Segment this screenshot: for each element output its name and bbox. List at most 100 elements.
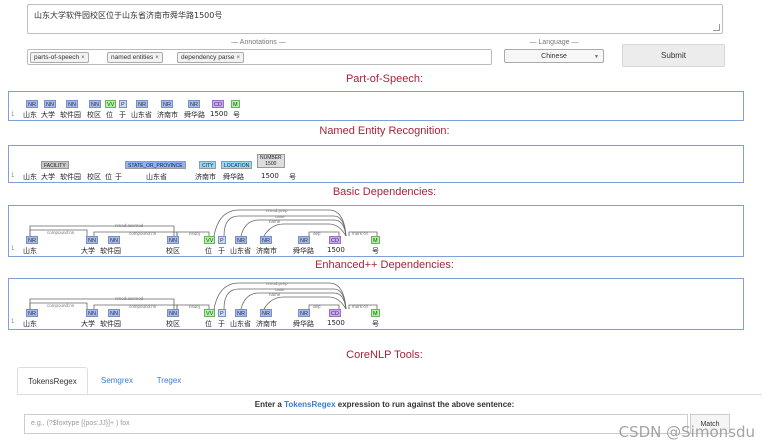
dep-label: case [275, 287, 285, 292]
token: 软件园 [100, 320, 121, 328]
line-number: 1 [11, 173, 15, 179]
dep-label: compound:nn [47, 230, 75, 235]
prompt-text: expression to run against the above sent… [337, 400, 515, 409]
pos-tag: NR [136, 100, 148, 108]
token: 济南市 [157, 111, 178, 119]
pos-tag: NN [167, 309, 179, 317]
pos-tag: NN [44, 100, 56, 108]
dep-label: nmod:prep [266, 281, 288, 286]
pos-tag: P [218, 309, 226, 317]
tag-parts-of-speech[interactable]: parts-of-speech× [30, 52, 89, 63]
chevron-down-icon: ▼ [594, 54, 599, 60]
line-number: 1 [11, 246, 15, 252]
tag-dependency-parse[interactable]: dependency parse× [177, 52, 245, 63]
token: 位 [105, 173, 112, 181]
pos-tag: NR [188, 100, 200, 108]
watermark: CSDN @Simonsdu [618, 423, 755, 441]
dep-label: dep [313, 304, 321, 309]
remove-icon[interactable]: × [81, 55, 85, 61]
pos-tag: VV [105, 100, 117, 108]
pos-tag: NN [66, 100, 78, 108]
tab-semgrex[interactable]: Semgrex [100, 376, 133, 385]
token: 于 [119, 111, 126, 119]
pos-tag: NN [86, 309, 98, 317]
tag-label: dependency parse [181, 54, 235, 61]
token: 号 [233, 111, 240, 119]
token: 山东 [23, 111, 37, 119]
ner-city-label: CITY [199, 161, 217, 169]
remove-icon[interactable]: × [155, 55, 159, 61]
pos-tag: P [218, 236, 226, 244]
tools-title: CoreNLP Tools: [346, 349, 423, 361]
ner-location-label: LOCATION [221, 161, 253, 169]
dep-label: name [269, 219, 281, 224]
dep-label: dep [313, 231, 321, 236]
token: 舜华路 [184, 111, 205, 119]
enhanced-deps-title: Enhanced++ Dependencies: [315, 259, 454, 271]
dep-label: case [275, 214, 285, 219]
dependency-arcs [29, 282, 378, 310]
pos-tag: NN [108, 236, 120, 244]
dep-label: compound:nn [47, 303, 75, 308]
sentence-input[interactable]: 山东大学软件园校区位于山东省济南市舜华路1500号 [27, 4, 723, 34]
token: 大学 [41, 111, 55, 119]
token: 1500 [327, 246, 345, 254]
token: 大学 [81, 247, 95, 255]
annotations-selector[interactable]: parts-of-speech× named entities× depende… [27, 49, 492, 65]
token: 大学 [81, 320, 95, 328]
pos-tag: NR [298, 309, 310, 317]
pos-tag: VV [204, 309, 216, 317]
match-button[interactable]: Match [690, 414, 730, 434]
pos-tag: NN [89, 100, 101, 108]
token: 软件园 [60, 111, 81, 119]
pos-tag: NN [86, 236, 98, 244]
submit-button[interactable]: Submit [622, 44, 725, 67]
token: 山东省 [131, 111, 152, 119]
line-number: 1 [11, 319, 15, 325]
pos-tag: VV [204, 236, 216, 244]
tokensregex-placeholder: e.g., (?$foxtype [{pos:JJ}]+ ) fox [31, 420, 130, 427]
resize-handle-icon[interactable] [713, 24, 720, 31]
dependency-arcs [29, 209, 378, 237]
ner-number-value: 1500 [265, 161, 277, 167]
tag-label: named entities [111, 54, 154, 61]
token: 号 [372, 320, 379, 328]
tokensregex-prompt: Enter a TokensRegex expression to run ag… [0, 400, 769, 409]
dep-label: nmod:assmod [115, 223, 144, 228]
tokensregex-link[interactable]: TokensRegex [284, 400, 336, 409]
language-select[interactable]: Chinese ▼ [504, 49, 604, 63]
pos-tag: P [119, 100, 127, 108]
pos-title: Part-of-Speech: [345, 73, 424, 85]
token: 济南市 [195, 173, 216, 181]
pos-tag: NR [260, 309, 272, 317]
token: 号 [372, 247, 379, 255]
pos-tag: NR [26, 236, 38, 244]
pos-tag: CD [329, 309, 341, 317]
tab-tokensregex[interactable]: TokensRegex [17, 367, 88, 394]
enhanced-deps-visualization: compound:nn nmod:assmod compound:nn nsub… [8, 278, 744, 330]
dep-label: nmod:assmod [115, 296, 144, 301]
token: 1500 [261, 172, 279, 180]
token: 山东 [23, 247, 37, 255]
token: 校区 [87, 111, 101, 119]
token: 于 [115, 173, 122, 181]
tokensregex-input[interactable]: e.g., (?$foxtype [{pos:JJ}]+ ) fox [24, 414, 688, 434]
dep-label: nsubj [189, 304, 200, 309]
token: 1500 [210, 110, 228, 118]
token: 位 [205, 247, 212, 255]
pos-tag: NR [161, 100, 173, 108]
token: 位 [106, 111, 113, 119]
remove-icon[interactable]: × [236, 55, 241, 61]
pos-tag: M [371, 309, 380, 317]
token: 校区 [87, 173, 101, 181]
dep-label: nsubj [189, 231, 200, 236]
basic-deps-title: Basic Dependencies: [332, 186, 437, 198]
token: 山东省 [146, 173, 167, 181]
dep-label: nmod:prep [266, 208, 288, 213]
language-value: Chinese [541, 53, 567, 60]
token: 校区 [166, 247, 180, 255]
tag-named-entities[interactable]: named entities× [107, 52, 163, 63]
pos-tag: CD [329, 236, 341, 244]
tab-tregex[interactable]: Tregex [156, 376, 182, 385]
